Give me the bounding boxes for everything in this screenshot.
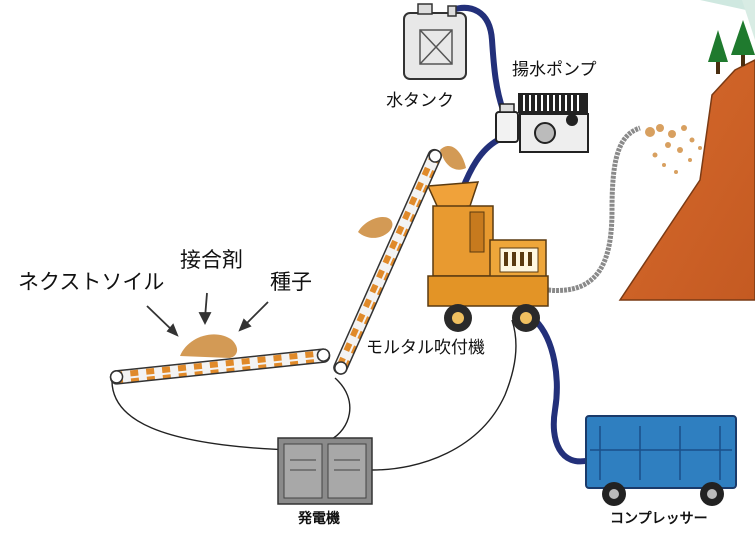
tree-icon xyxy=(708,20,755,74)
material-heap-mid xyxy=(358,217,393,238)
generator xyxy=(277,437,373,505)
water-hose xyxy=(451,4,506,111)
mortar-sprayer-label: モルタル吹付機 xyxy=(366,338,485,358)
input-arrows xyxy=(146,292,269,337)
slope-illustration xyxy=(618,20,755,301)
horizontal-conveyor xyxy=(109,348,331,385)
mortar-sprayer xyxy=(426,181,549,332)
water-tank xyxy=(403,3,467,80)
material-heap-pile xyxy=(180,334,238,358)
compressor-label: コンプレッサー xyxy=(610,511,708,527)
water-tank-label: 水タンク xyxy=(386,91,454,111)
incline-conveyor xyxy=(333,148,442,375)
water-pump xyxy=(495,93,589,153)
power-cables xyxy=(111,319,517,471)
compressor xyxy=(585,415,737,506)
next-soil-label: ネクストソイル xyxy=(18,270,165,294)
generator-label: 発電機 xyxy=(298,511,340,527)
material-heap-top xyxy=(440,146,466,170)
spray-hose xyxy=(547,125,641,293)
binder-label: 接合剤 xyxy=(180,248,243,272)
air-hose xyxy=(532,317,591,465)
pump-label: 揚水ポンプ xyxy=(512,60,597,80)
spray-particles xyxy=(645,124,702,174)
corner-decoration xyxy=(700,0,755,40)
seed-label: 種子 xyxy=(270,270,312,294)
